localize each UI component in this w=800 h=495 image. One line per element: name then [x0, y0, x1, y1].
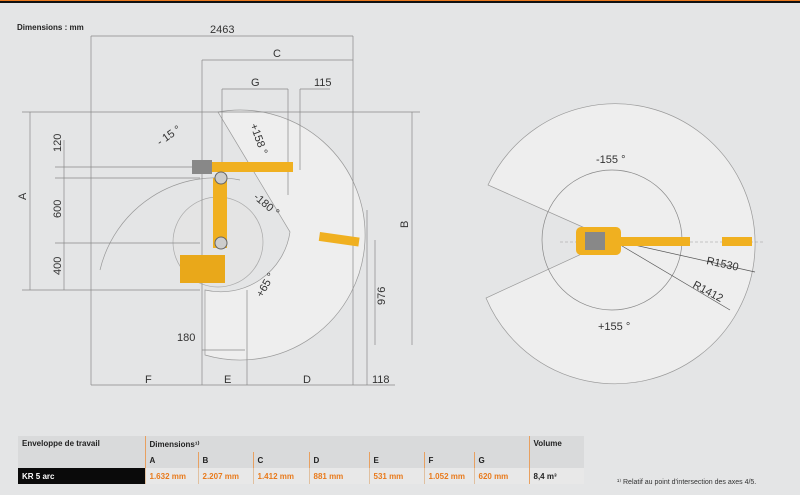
dim-g: G — [251, 77, 260, 89]
dim-e: E — [224, 374, 231, 386]
dim-120: 120 — [52, 134, 64, 152]
value-volume: 8,4 m³ — [528, 468, 584, 484]
dim-400: 400 — [52, 257, 64, 275]
top-accent-bar — [0, 0, 800, 3]
dim-b: B — [399, 221, 411, 228]
dim-f: F — [145, 374, 152, 386]
col-d: D — [308, 452, 369, 468]
dim-2463: 2463 — [210, 24, 234, 36]
dim-180: 180 — [177, 332, 195, 344]
header-envelope: Enveloppe de travail — [18, 436, 145, 468]
work-envelope-side — [204, 109, 366, 361]
value-g: 620 mm — [473, 468, 529, 484]
value-c: 1.412 mm — [252, 468, 309, 484]
angle-plus-155: +155 ° — [598, 321, 630, 333]
side-view-diagram: 2463 C G 115 120 600 400 A B 976 180 F E… — [17, 24, 420, 386]
header-volume: Volume — [528, 436, 584, 468]
col-f: F — [423, 452, 474, 468]
dim-600: 600 — [52, 200, 64, 218]
table-row: KR 5 arc 1.632 mm 2.207 mm 1.412 mm 881 … — [18, 468, 584, 484]
robot-side — [180, 160, 360, 283]
value-a: 1.632 mm — [144, 468, 198, 484]
page-title: Dimensions : mm — [17, 23, 84, 32]
value-b: 2.207 mm — [197, 468, 253, 484]
col-g: G — [473, 452, 529, 468]
dim-a: A — [17, 192, 29, 200]
dim-976: 976 — [376, 287, 388, 305]
model-name: KR 5 arc — [18, 468, 145, 484]
robot-top — [576, 227, 752, 255]
angle-minus-155: -155 ° — [596, 154, 625, 166]
value-e: 531 mm — [368, 468, 424, 484]
value-f: 1.052 mm — [423, 468, 474, 484]
col-e: E — [368, 452, 424, 468]
col-b: B — [197, 452, 253, 468]
value-d: 881 mm — [308, 468, 369, 484]
header-dimensions: Dimensions¹⁾ — [144, 436, 529, 452]
col-c: C — [252, 452, 309, 468]
dim-c: C — [273, 48, 281, 60]
dim-115: 115 — [314, 77, 332, 89]
top-view-diagram: -155 ° +155 ° R1530 R1412 — [485, 103, 765, 385]
dimensions-table: Enveloppe de travail Dimensions¹⁾ Volume… — [18, 436, 584, 484]
footnote: ¹⁾ Relatif au point d'intersection des a… — [617, 479, 757, 486]
col-a: A — [144, 452, 198, 468]
dim-118: 118 — [372, 374, 390, 386]
dim-d: D — [303, 374, 311, 386]
